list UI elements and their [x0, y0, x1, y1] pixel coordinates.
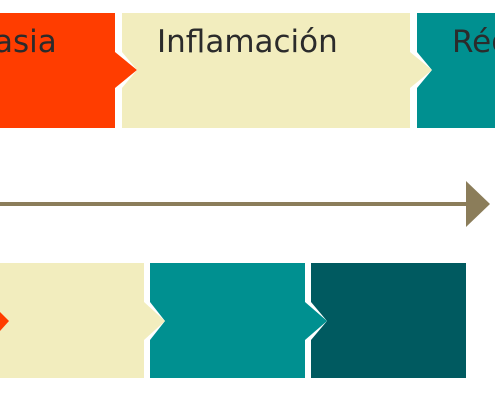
bottom-block-dark-teal: [311, 263, 466, 378]
phase-block-teal: [417, 13, 495, 128]
phase-block-red: [0, 13, 137, 128]
timeline-arrowhead: [466, 181, 490, 227]
phase-label-3: Rég: [452, 24, 495, 60]
phase-label-1: asia: [0, 24, 57, 60]
phase-block-cream: [122, 13, 432, 128]
bottom-chevron-cream: [144, 302, 165, 340]
bottom-phase-row: [0, 263, 466, 378]
bottom-chevron-red: [0, 312, 9, 331]
bottom-block-cream: [0, 263, 144, 378]
timeline-arrow: [0, 181, 490, 227]
top-phase-row: asia Inflamación Rég: [0, 13, 495, 128]
bottom-block-teal: [150, 263, 305, 378]
bottom-chevron-teal: [305, 302, 327, 340]
phase-label-2: Inflamación: [157, 24, 338, 60]
